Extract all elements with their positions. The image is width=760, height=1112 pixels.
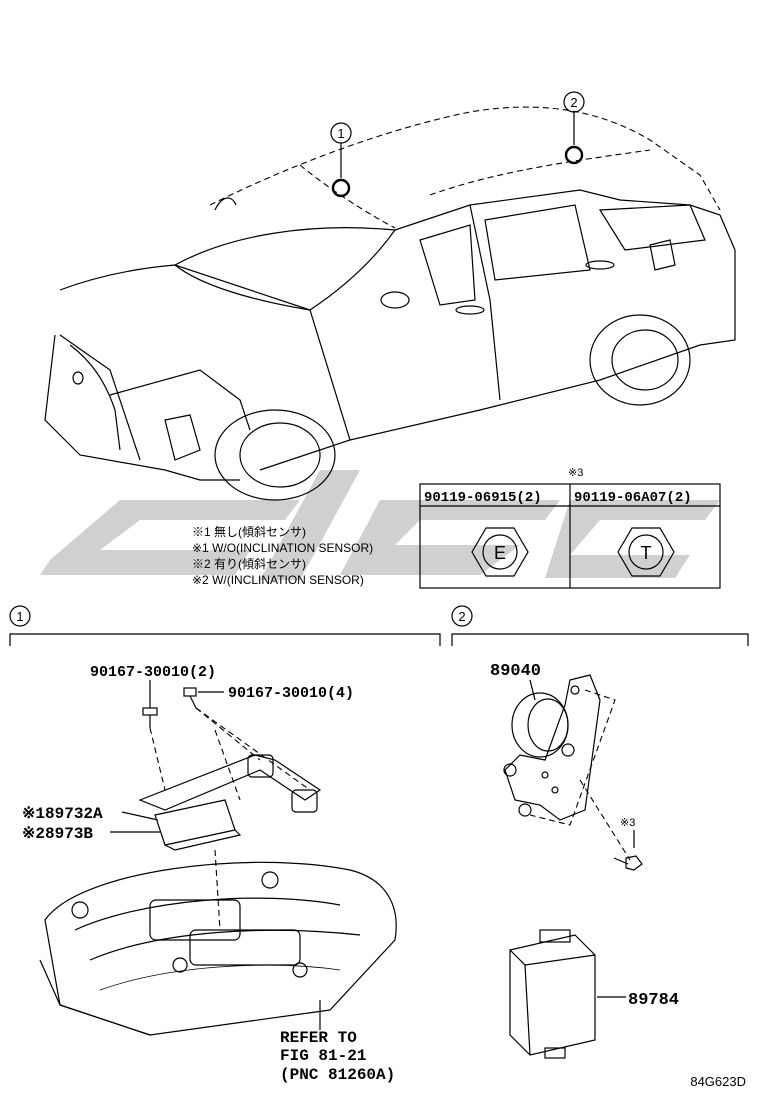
bolt-t-glyph: T	[641, 543, 652, 563]
refer-line-1: REFER TO	[280, 1029, 357, 1047]
bolt-part-t: 90119-06A07(2)	[574, 490, 692, 506]
refer-line-3: (PNC 81260A)	[280, 1066, 395, 1084]
callout-2: 2	[563, 91, 585, 165]
notes-block: ※1 無し(傾斜センサ) ※1 W/O(INCLINATION SENSOR) …	[192, 524, 373, 587]
section-2-parts: 89040 ※3 89784	[490, 662, 679, 1059]
overhead-console	[39, 861, 397, 1036]
sensor-part-label: 89040	[490, 662, 541, 681]
inclination-sensor-box	[154, 799, 242, 851]
sensor-location-2	[564, 145, 584, 165]
diagram-code: 84G623D	[690, 1074, 746, 1089]
note3-small: ※3	[620, 817, 635, 829]
screw-label-b: 90167-30010(4)	[228, 685, 354, 702]
part-label-b: ※28973B	[22, 825, 93, 843]
note3-mark: ※3	[568, 467, 583, 479]
bolt-table: ※3 90119-06915(2) 90119-06A07(2) E T	[419, 467, 721, 589]
refer-line-2: FIG 81-21	[280, 1047, 366, 1065]
section-2-header: 2	[451, 605, 749, 646]
note-line-1: ※1 無し(傾斜センサ)	[192, 524, 306, 539]
sensor-location-1	[331, 178, 351, 198]
control-module	[509, 929, 596, 1059]
screw-a-icon	[142, 707, 158, 728]
section-1-label: 1	[16, 609, 23, 624]
bolt-part-e: 90119-06915(2)	[424, 490, 542, 506]
bolt-small-icon	[613, 855, 643, 871]
callout-1: 1	[330, 122, 352, 198]
section-1-parts: 90167-30010(2) 90167-30010(4) ※189732A ※…	[22, 664, 397, 1084]
bolt-e-glyph: E	[494, 543, 506, 563]
vehicle-outline	[44, 106, 736, 501]
screw-b-icon	[183, 687, 197, 709]
note-line-4: ※2 W/(INCLINATION SENSOR)	[192, 573, 364, 587]
callout-2-label: 2	[570, 95, 577, 110]
part-label-a: ※189732A	[22, 805, 103, 823]
section-2-label: 2	[458, 609, 465, 624]
callout-1-label: 1	[337, 126, 344, 141]
bolt-e-icon: E	[471, 527, 529, 577]
module-part-label: 89784	[628, 991, 679, 1010]
screw-label-a: 90167-30010(2)	[90, 664, 216, 681]
section-1-header: 1	[9, 605, 441, 646]
note-line-3: ※2 有り(傾斜センサ)	[192, 557, 306, 571]
bolt-t-icon: T	[617, 527, 675, 577]
bracket	[138, 754, 322, 813]
intrusion-sensor	[503, 674, 601, 821]
note-line-2: ※1 W/O(INCLINATION SENSOR)	[192, 541, 373, 555]
watermark-logo	[40, 470, 720, 580]
